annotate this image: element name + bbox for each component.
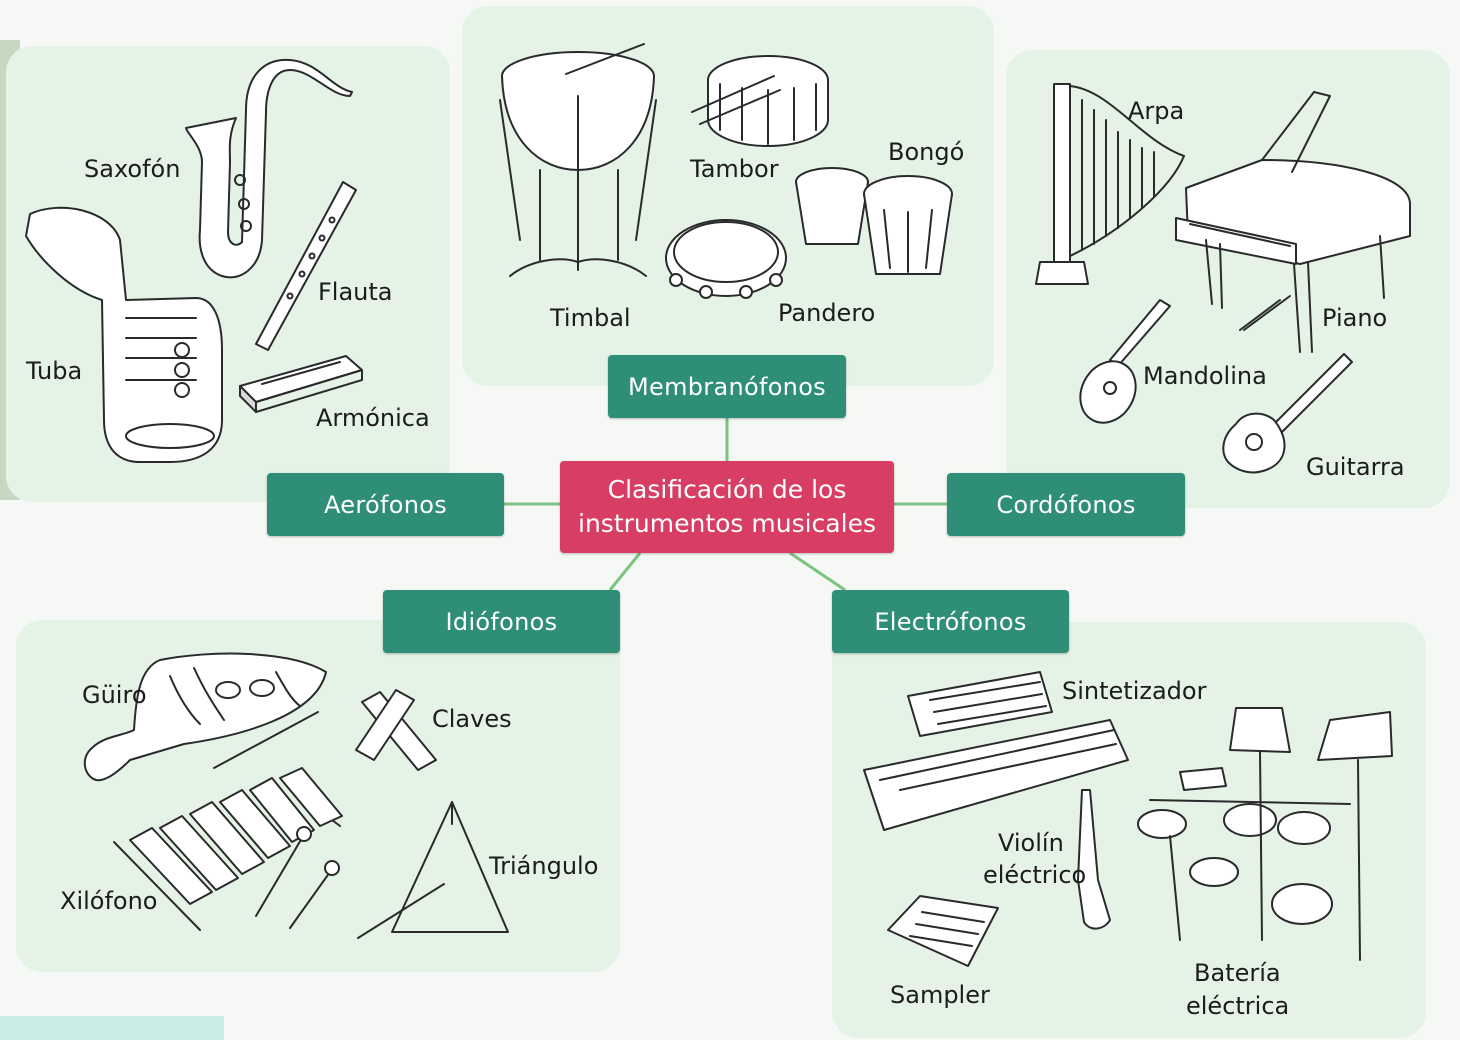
label-bateria-line2: eléctrica — [1186, 992, 1290, 1020]
label-mandolina: Mandolina — [1143, 362, 1267, 390]
label-saxofon: Saxofón — [84, 155, 181, 183]
label-claves: Claves — [432, 705, 512, 733]
category-aerofonos: Aerófonos — [267, 473, 504, 536]
category-membranofonos: Membranófonos — [608, 355, 846, 418]
center-title-line2: instrumentos musicales — [578, 509, 876, 538]
label-guitarra: Guitarra — [1306, 453, 1405, 481]
label-violin-line2: eléctrico — [983, 861, 1087, 889]
category-electrofonos: Electrófonos — [832, 590, 1069, 653]
category-cordofonos: Cordófonos — [947, 473, 1185, 536]
label-tuba: Tuba — [26, 357, 83, 385]
label-timbal: Timbal — [550, 304, 631, 332]
label-xilofono: Xilófono — [60, 887, 158, 915]
center-title-line1: Clasificación de los — [607, 475, 847, 504]
label-bateria-line1: Batería — [1194, 959, 1281, 987]
label-tambor: Tambor — [690, 155, 779, 183]
center-title: Clasificación de los instrumentos musica… — [560, 461, 894, 553]
category-idiofonos: Idiófonos — [383, 590, 620, 653]
label-pandero: Pandero — [778, 299, 876, 327]
label-triangulo: Triángulo — [489, 852, 599, 880]
corner-color-strip — [0, 1016, 224, 1040]
label-flauta: Flauta — [318, 278, 393, 306]
label-sampler: Sampler — [890, 981, 990, 1009]
label-violin-line1: Violín — [998, 829, 1064, 857]
label-arpa: Arpa — [1128, 97, 1185, 125]
label-piano: Piano — [1322, 304, 1388, 332]
label-guiro: Güiro — [82, 681, 147, 709]
label-bongo: Bongó — [888, 138, 965, 166]
label-armonica: Armónica — [316, 404, 430, 432]
label-sintetizador: Sintetizador — [1062, 677, 1207, 705]
